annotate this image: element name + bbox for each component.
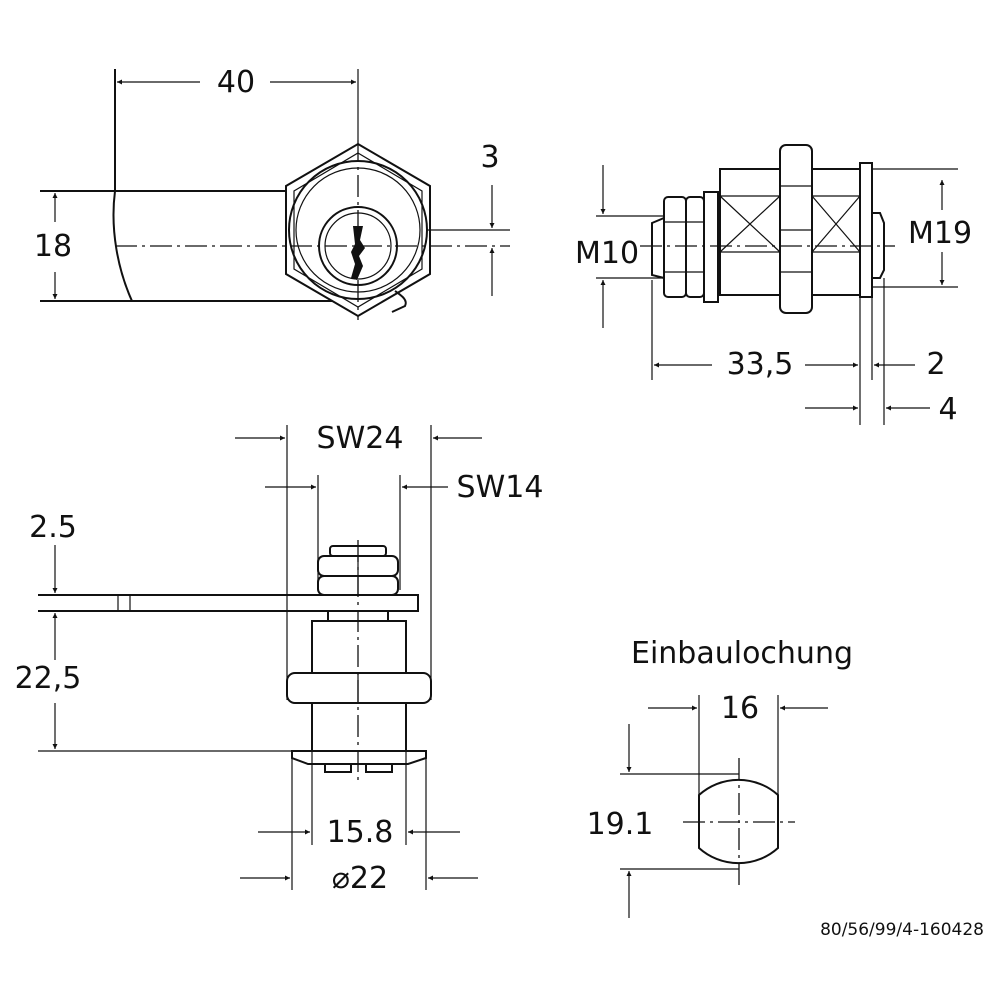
- bottom-lug-right: [365, 763, 393, 773]
- dim-label-18: 18: [34, 229, 72, 264]
- dim-label-19-1: 19.1: [587, 807, 654, 842]
- front-lug: [391, 290, 407, 313]
- front-view: [40, 69, 510, 320]
- cutout-title: Einbaulochung: [631, 636, 853, 671]
- dim-label-16: 16: [721, 691, 759, 726]
- side-small-nut-2: [685, 196, 705, 298]
- bottom-shaft: [311, 620, 407, 674]
- dim-label-sw14: SW14: [457, 470, 544, 505]
- dim-label-33-5: 33,5: [727, 347, 794, 382]
- bottom-big-nut: [286, 672, 432, 704]
- dim-label-m10: M10: [575, 236, 639, 271]
- dim-label-m19: M19: [908, 216, 972, 251]
- side-nut-facets: [780, 185, 812, 273]
- bottom-view: [38, 425, 482, 890]
- dim-label-3: 3: [480, 140, 499, 175]
- cutout-view: [620, 695, 828, 918]
- cutout-hole-outline: [698, 778, 779, 865]
- bottom-cam-plate: [38, 594, 419, 612]
- side-small-nut: [663, 196, 687, 298]
- dim-label-2: 2: [926, 347, 945, 382]
- dim-label-2-5: 2.5: [29, 510, 77, 545]
- dim-label-diameter-22: ⌀22: [332, 861, 388, 896]
- side-plug-end: [872, 212, 885, 279]
- bottom-body: [311, 702, 407, 752]
- front-cam-bar: [40, 69, 358, 302]
- dim-label-sw24: SW24: [317, 421, 404, 456]
- side-washer: [703, 191, 719, 303]
- dim-label-4: 4: [938, 392, 957, 427]
- side-flange: [859, 162, 873, 298]
- bottom-lug-left: [324, 763, 352, 773]
- drawing-reference: 80/56/99/4-160428: [820, 920, 984, 940]
- dim-label-15-8: 15.8: [327, 815, 394, 850]
- dim-label-40: 40: [217, 65, 255, 100]
- dim-label-22-5: 22,5: [15, 661, 82, 696]
- side-threaded-end: [651, 216, 665, 280]
- side-large-nut: [779, 144, 813, 314]
- labels: 40 18 3 M10 M19 33,5 2 4 SW24 SW14 2.5 2…: [15, 65, 984, 940]
- side-view: [596, 144, 958, 425]
- side-thread-cross: [719, 195, 861, 253]
